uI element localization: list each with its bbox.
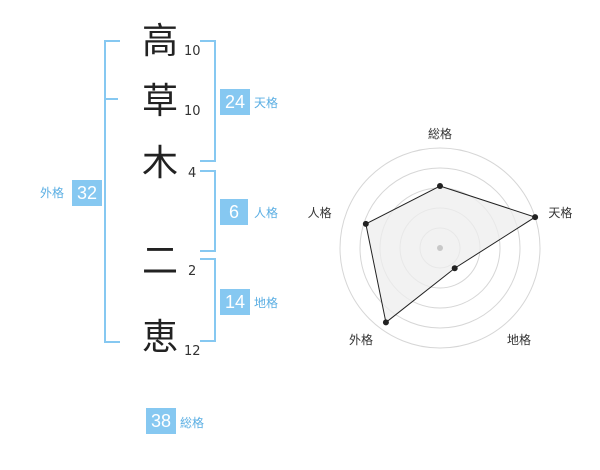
name-char-3: 木	[141, 143, 178, 184]
chikaku-bracket	[200, 258, 216, 342]
jinkaku-badge: 6	[220, 199, 248, 225]
radar-point	[437, 183, 443, 189]
stroke-count-2: 10	[184, 104, 201, 119]
jinkaku-bracket	[200, 170, 216, 252]
radar-ring	[359, 167, 521, 329]
gaikaku-label: 外格	[40, 186, 65, 200]
gaikaku-badge: 32	[72, 180, 102, 206]
radar-point	[532, 214, 539, 221]
radar-axis-label: 人格	[308, 205, 332, 220]
gaikaku-tick-upper	[104, 98, 118, 100]
stroke-count-5: 12	[184, 344, 201, 359]
stroke-count-1: 10	[184, 44, 201, 59]
name-char-5: 恵	[141, 317, 178, 358]
jinkaku-label: 人格	[254, 206, 279, 220]
gaikaku-bracket	[104, 40, 120, 343]
radar-center-point	[437, 245, 443, 251]
stroke-count-4: 2	[188, 264, 197, 279]
radar-ring	[339, 147, 541, 349]
radar-point	[382, 319, 389, 326]
radar-point	[362, 220, 369, 227]
tenkaku-badge: 24	[220, 89, 250, 115]
name-char-1: 高	[141, 21, 178, 62]
name-char-2: 草	[141, 81, 178, 122]
name-char-4: 二	[141, 241, 178, 282]
tenkaku-label: 天格	[254, 96, 279, 110]
tenkaku-bracket	[200, 40, 216, 162]
soukaku-badge: 38	[146, 408, 176, 434]
chikaku-badge: 14	[220, 289, 250, 315]
chikaku-label: 地格	[254, 296, 279, 310]
radar-axis-label: 地格	[507, 332, 531, 347]
stroke-count-3: 4	[188, 166, 197, 181]
radar-axis-label: 天格	[548, 205, 572, 220]
radar-axis-label: 総格	[428, 126, 452, 141]
radar-point	[451, 265, 458, 272]
radar-area	[365, 185, 537, 324]
radar-axis-label: 外格	[349, 332, 373, 347]
soukaku-label: 総格	[180, 416, 205, 430]
